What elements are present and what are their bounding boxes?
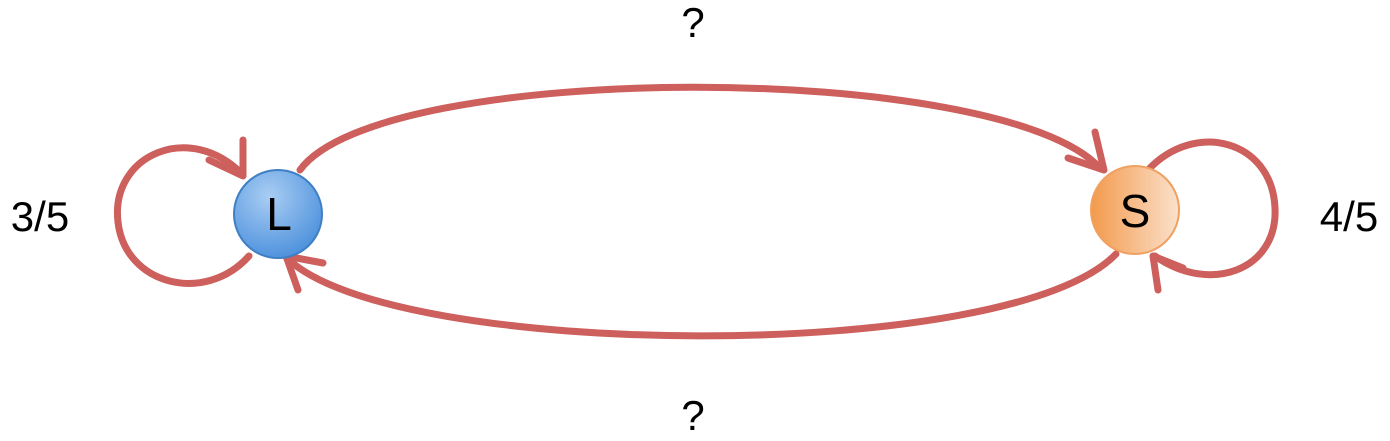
node-s: S xyxy=(1090,165,1180,255)
edge-label-s-to-l: ? xyxy=(681,392,704,439)
edge-s-to-l xyxy=(282,250,1120,340)
arrowhead-icon xyxy=(205,136,247,180)
edge-label-l-to-s: ? xyxy=(681,0,704,46)
edge-self-s xyxy=(1144,138,1279,294)
arrowhead-icon xyxy=(1064,128,1108,174)
edge-self-l xyxy=(114,136,253,287)
edge-label-self-l: 3/5 xyxy=(11,193,69,240)
edge-l-to-s xyxy=(296,83,1108,174)
node-l: L xyxy=(233,169,323,259)
edge-label-self-s: 4/5 xyxy=(1320,193,1378,240)
arrowhead-icon xyxy=(1149,252,1187,294)
node-s-label: S xyxy=(1120,185,1151,237)
node-l-label: L xyxy=(266,188,292,240)
